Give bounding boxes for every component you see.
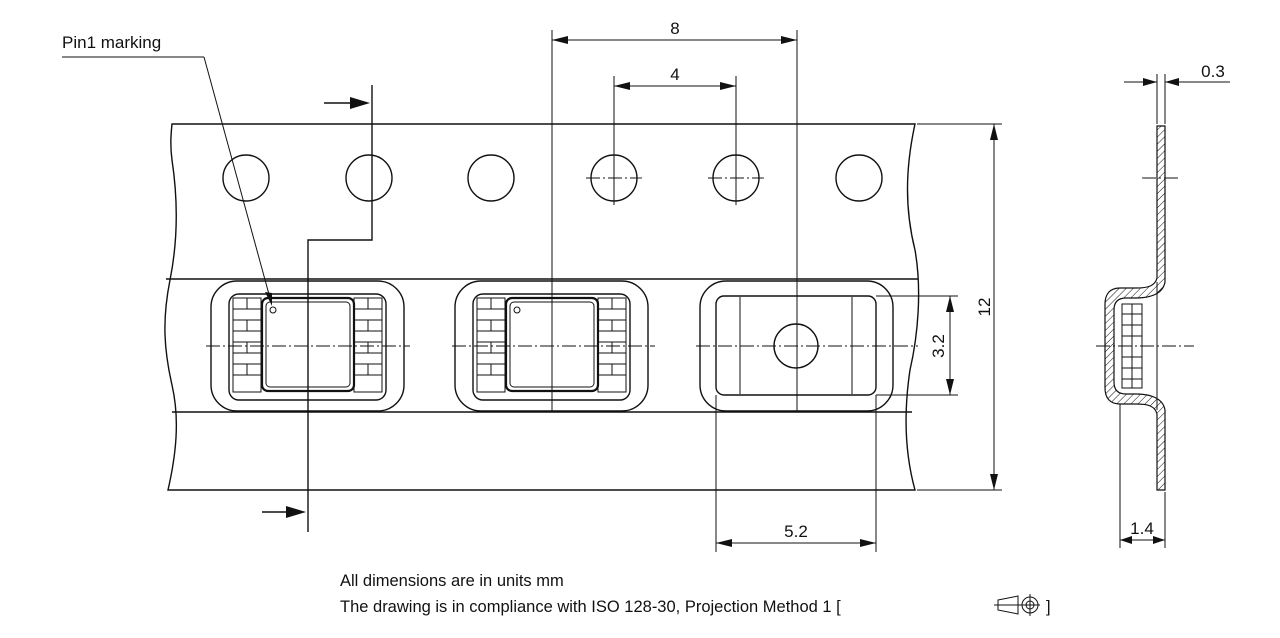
dim-thickness: [1124, 74, 1230, 124]
pocket-1-right-leads: [353, 297, 383, 393]
section-cut-line: [262, 85, 373, 532]
note-iso-end: ]: [1046, 598, 1051, 616]
dim-hole-pitch: [613, 76, 737, 205]
dim-pocket-width-label: 5.2: [784, 522, 808, 541]
dim-pocket-height: [876, 295, 958, 396]
pocket-2-right-leads: [597, 297, 627, 393]
pin1-marking-label: Pin1 marking: [62, 33, 161, 52]
pocket-2-left-leads: [476, 297, 506, 393]
dim-thickness-label: 0.3: [1201, 62, 1225, 81]
tape-body: [164, 123, 920, 491]
projection-symbol-icon: [994, 594, 1040, 616]
dim-pocket-width: [715, 395, 877, 552]
note-units: All dimensions are in units mm: [340, 572, 564, 590]
pocket-1-left-leads: [232, 297, 262, 393]
tape-cross-section: [1104, 125, 1166, 491]
dim-pitch: [551, 30, 798, 412]
dim-pocket-height-label: 3.2: [929, 334, 948, 358]
dim-hole-pitch-label: 4: [670, 65, 679, 84]
dim-pitch-label: 8: [670, 19, 679, 38]
dim-tape-width: [917, 123, 1002, 491]
dim-depth-label: 1.4: [1130, 519, 1154, 538]
pin1-leader: [62, 56, 272, 306]
dim-depth: [1119, 404, 1166, 548]
dim-tape-width-label: 12: [975, 298, 994, 317]
note-iso: The drawing is in compliance with ISO 12…: [340, 598, 841, 616]
